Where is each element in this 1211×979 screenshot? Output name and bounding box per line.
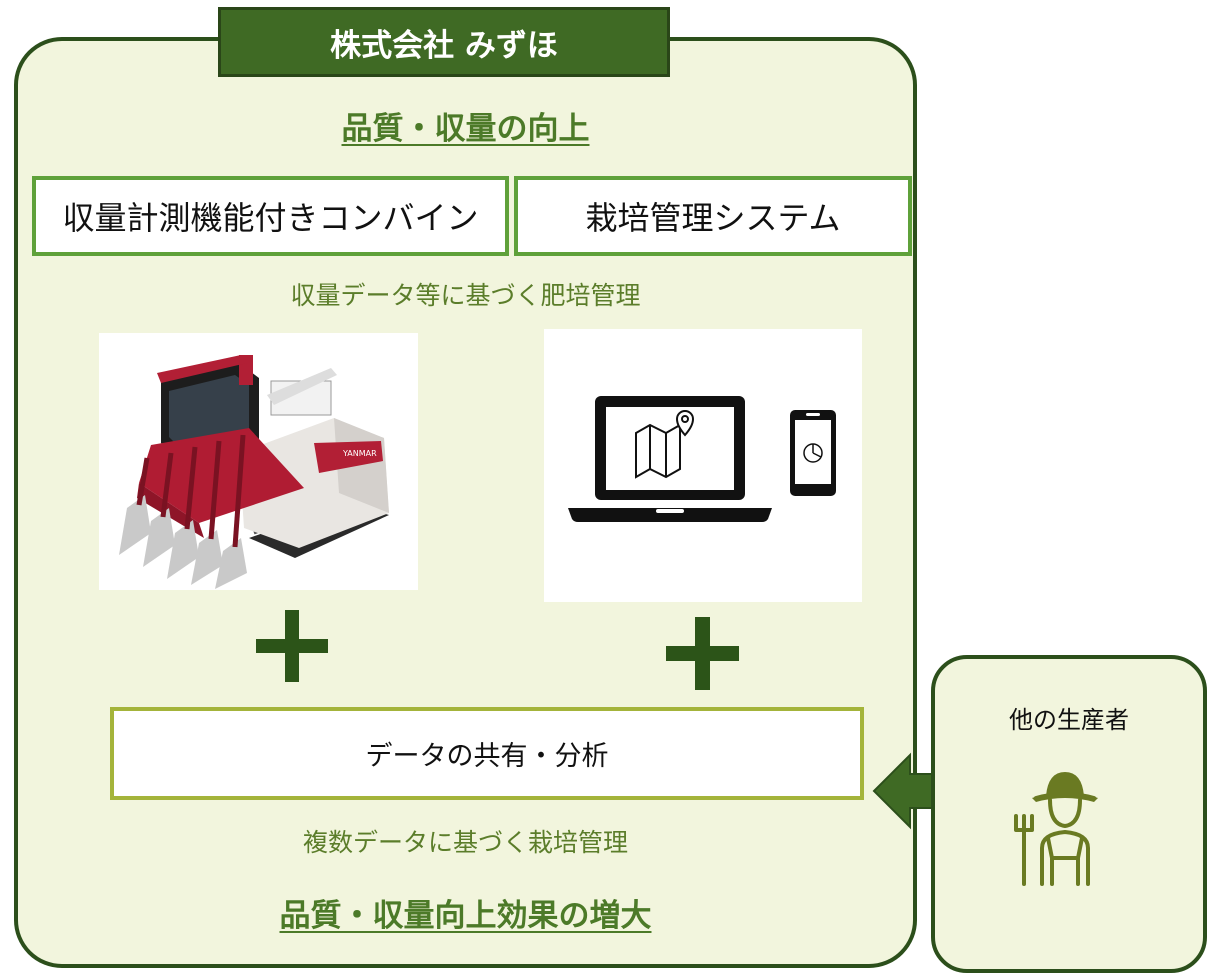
management-system-label: 栽培管理システム [585,199,841,237]
combine-system-box: 収量計測機能付きコンバイン [32,176,509,256]
data-sharing-label: データの共有・分析 [365,741,609,772]
company-title: 株式会社 みずほ [218,7,670,77]
other-producers-label: 他の生産者 [1009,706,1129,734]
map-pin-icon [675,410,695,437]
company-name: 株式会社 みずほ [330,27,558,64]
management-system-box: 栽培管理システム [514,176,912,256]
heading-effect-increase: 品質・収量向上効果の増大 [279,898,652,934]
laptop-map-icon [568,396,772,522]
note-yield-based-fertilization: 収量データ等に基づく肥培管理 [290,281,641,310]
other-producers-panel [931,655,1207,973]
plus-icon [256,610,328,682]
combine-system-label: 収量計測機能付きコンバイン [62,199,479,237]
plus-icon [666,617,739,690]
devices-illustration [568,396,836,522]
smartphone-chart-icon [790,410,836,496]
farmer-icon [1014,772,1098,886]
combine-harvester-illustration: YANMAR [119,355,389,589]
combine-harvester-image: YANMAR [99,333,418,590]
heading-quality-yield-improvement: 品質・収量の向上 [341,111,590,147]
note-multi-data-cultivation: 複数データに基づく栽培管理 [302,828,628,857]
brand-text: YANMAR [342,449,377,458]
data-sharing-box: データの共有・分析 [110,707,864,800]
devices-image [544,329,862,602]
